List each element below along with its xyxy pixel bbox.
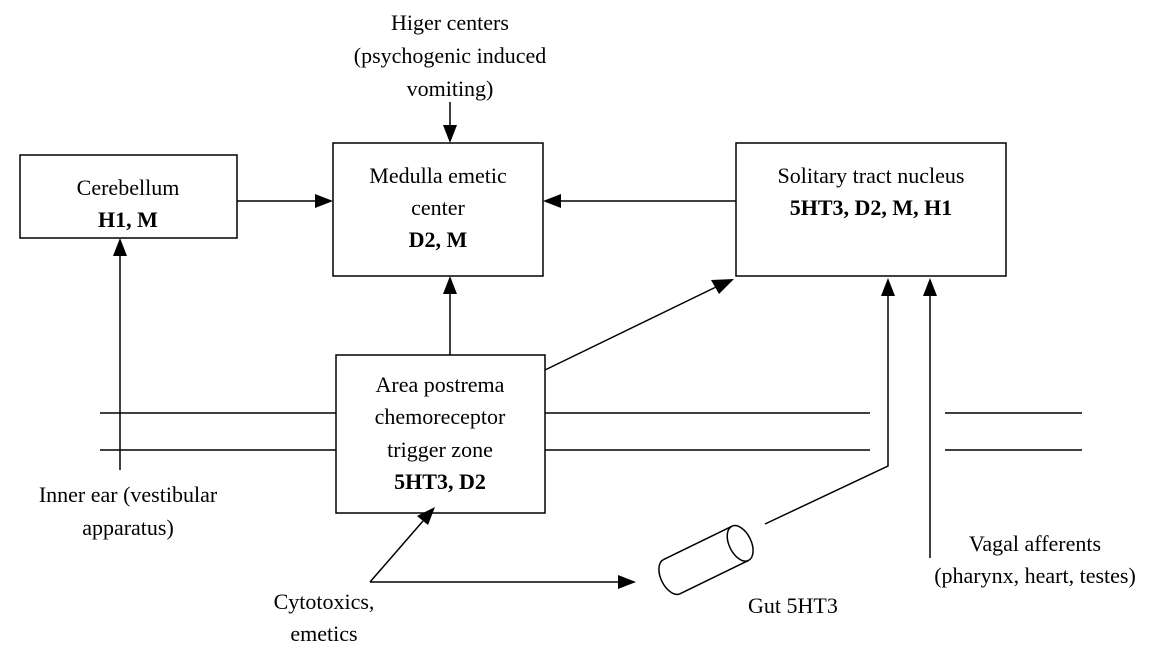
- solitary-label: Solitary tract nucleus: [778, 163, 965, 188]
- barrier-lines: [100, 412, 1082, 451]
- medulla-receptors: D2, M: [409, 227, 468, 252]
- vagal-line-1: Vagal afferents: [969, 531, 1101, 556]
- gut-label: Gut 5HT3: [748, 593, 838, 618]
- higher-centers-line-3: vomiting): [407, 76, 494, 101]
- gut-cylinder-icon: [658, 524, 754, 596]
- area-postrema-receptors: 5HT3, D2: [394, 469, 486, 494]
- cytotoxics-to-area-postrema-arrow: [369, 520, 424, 583]
- connections: [113, 102, 937, 589]
- area-postrema-box: [335, 354, 546, 514]
- area-postrema-to-solitary-arrow: [544, 286, 717, 371]
- area-postrema-line-1: Area postrema: [376, 372, 505, 397]
- gut-name: Gut: [748, 593, 781, 618]
- medulla-box: [332, 142, 544, 277]
- vagal-line-2: (pharynx, heart, testes): [934, 563, 1136, 588]
- gut-to-solitary-arrow: [764, 296, 889, 525]
- area-postrema-line-3: trigger zone: [387, 437, 493, 462]
- inner-ear-line-1: Inner ear (vestibular: [39, 482, 218, 507]
- cerebellum-label: Cerebellum: [77, 175, 180, 200]
- solitary-box: [735, 142, 1007, 277]
- cytotoxics-line-1: Cytotoxics,: [274, 589, 375, 614]
- medulla-label-line-1: Medulla emetic: [369, 163, 507, 188]
- cerebellum-box: [19, 154, 238, 239]
- inner-ear-line-2: apparatus): [82, 515, 174, 540]
- area-postrema-line-2: chemoreceptor: [375, 404, 506, 429]
- solitary-receptors: 5HT3, D2, M, H1: [790, 195, 953, 220]
- medulla-label-line-2: center: [411, 195, 465, 220]
- gut-receptors: 5HT3: [787, 593, 838, 618]
- higher-centers-line-2: (psychogenic induced: [354, 43, 546, 68]
- higher-centers-line-1: Higer centers: [391, 10, 509, 35]
- cytotoxics-line-2: emetics: [290, 621, 357, 646]
- cerebellum-receptors: H1, M: [98, 207, 158, 232]
